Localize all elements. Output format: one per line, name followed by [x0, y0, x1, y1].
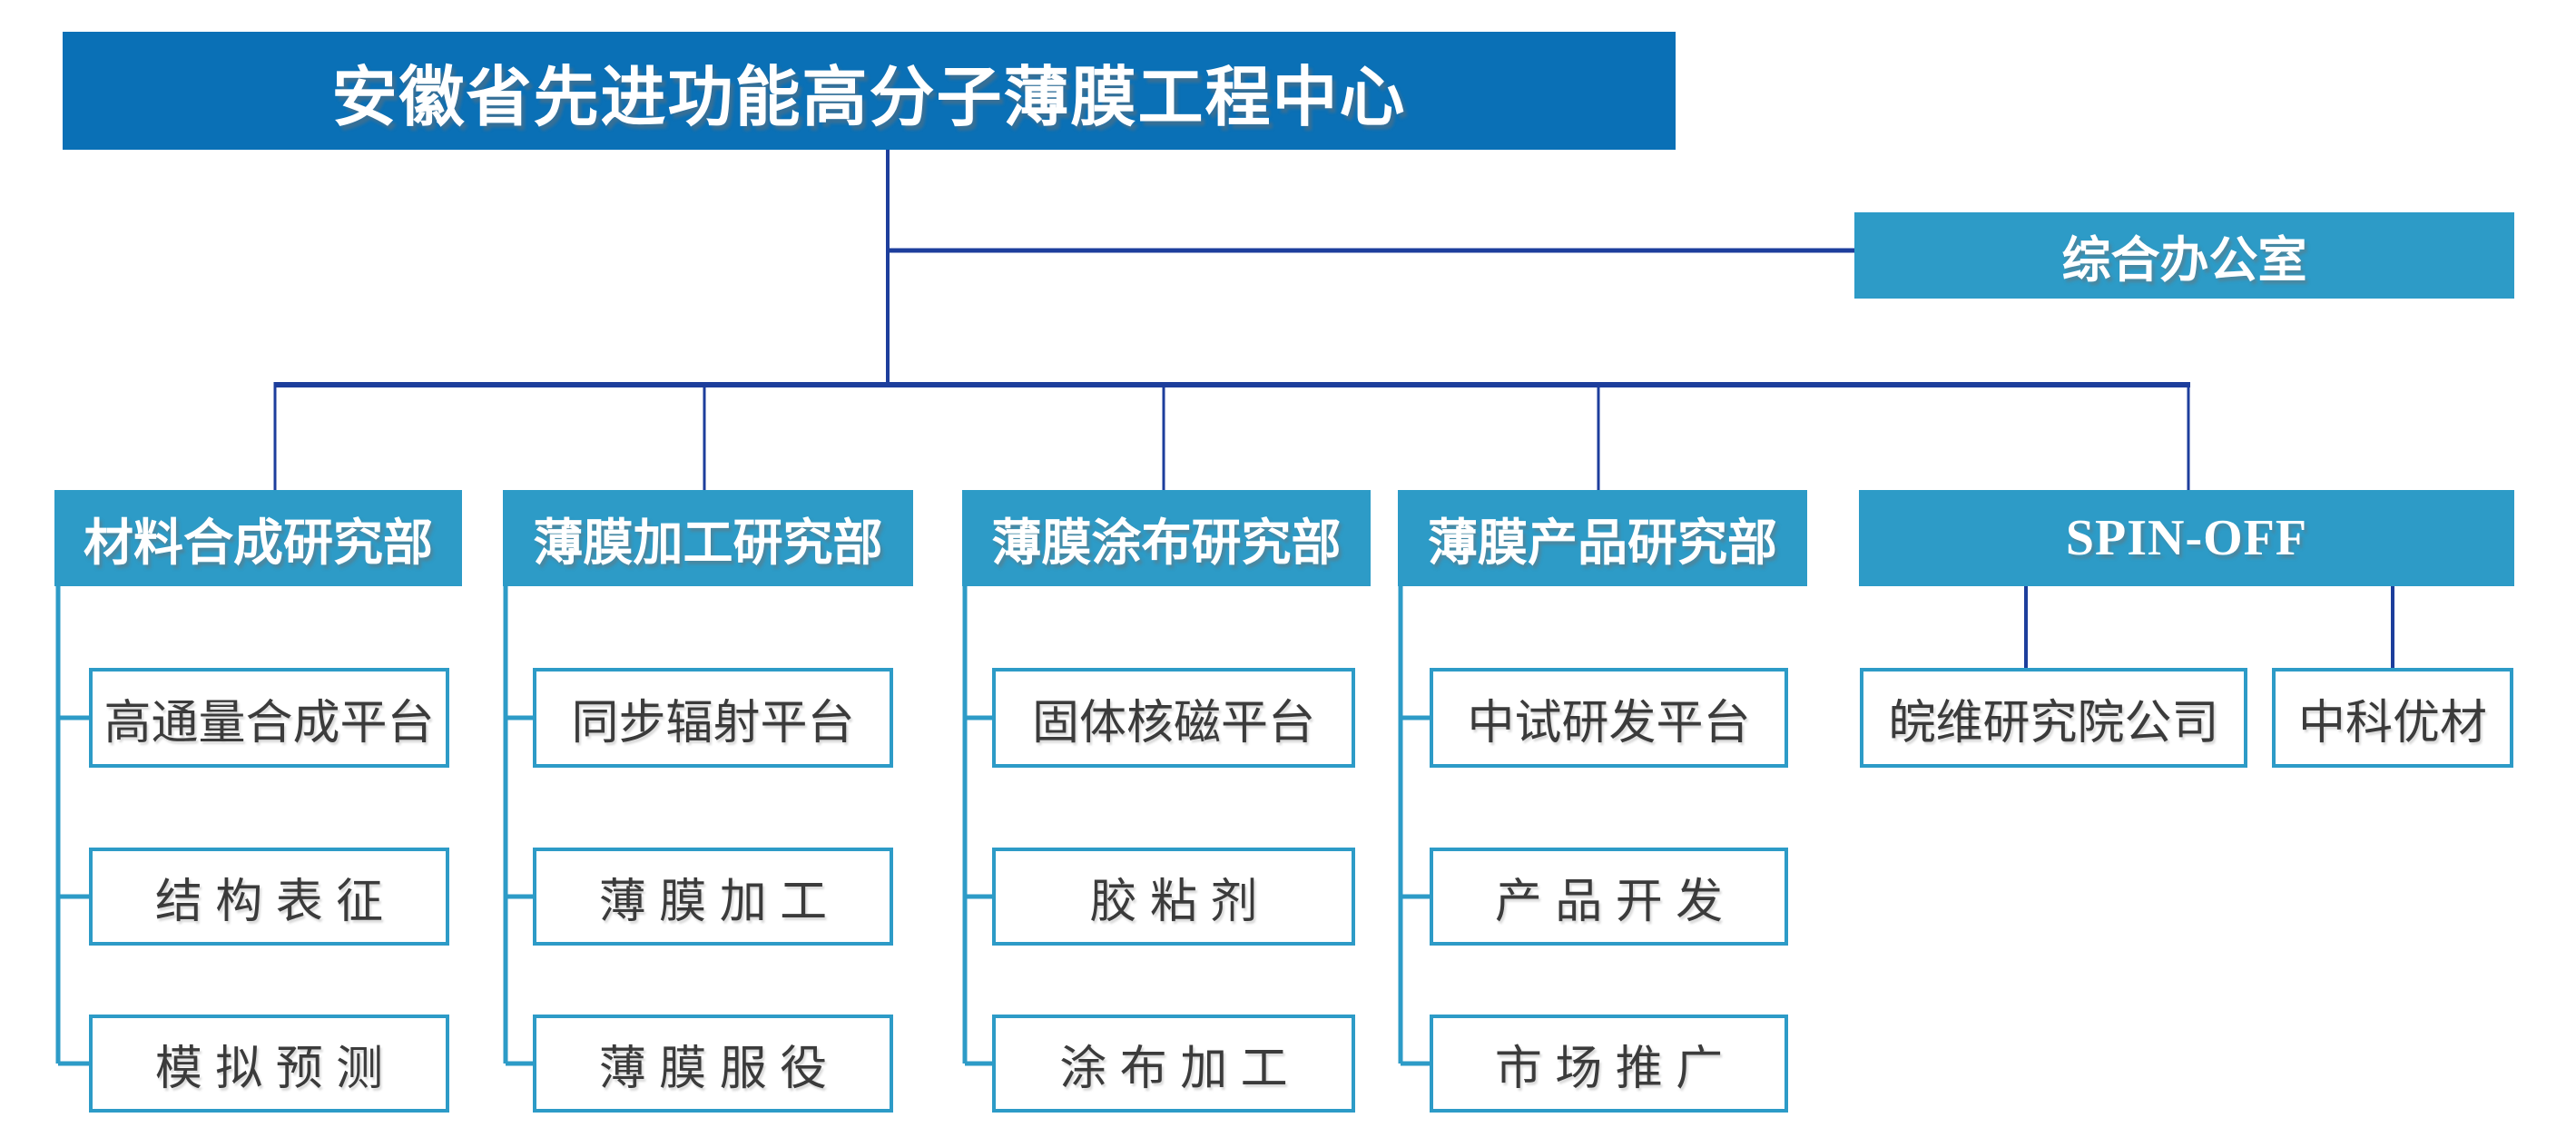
sub-box-marketing: 市 场 推 广: [1430, 1015, 1788, 1113]
sub-label: 薄 膜 服 役: [598, 1042, 828, 1095]
sub-label: 市 场 推 广: [1494, 1042, 1724, 1095]
dept-label: 薄膜加工研究部: [533, 515, 883, 571]
dept-label: 材料合成研究部: [83, 515, 433, 571]
center-title-box: 安徽省先进功能高分子薄膜工程中心: [63, 32, 1676, 150]
dept-box-film-product: 薄膜产品研究部: [1398, 490, 1807, 586]
sub-box-structure-characterization: 结 构 表 征: [89, 848, 449, 946]
dept-box-film-processing: 薄膜加工研究部: [503, 490, 913, 586]
sub-box-simulation-prediction: 模 拟 预 测: [89, 1015, 449, 1113]
sub-label: 胶 粘 剂: [1089, 875, 1258, 928]
sub-box-pilot-rd-platform: 中试研发平台: [1430, 668, 1788, 768]
sub-label: 高通量合成平台: [103, 696, 435, 750]
sub-label: 中试研发平台: [1467, 696, 1751, 750]
sub-label: 固体核磁平台: [1031, 696, 1315, 750]
office-box: 综合办公室: [1854, 212, 2514, 299]
sub-box-solid-state-nmr: 固体核磁平台: [992, 668, 1355, 768]
sub-label: 模 拟 预 测: [154, 1042, 384, 1095]
sub-label: 皖维研究院公司: [1888, 696, 2219, 750]
sub-box-product-development: 产 品 开 发: [1430, 848, 1788, 946]
office-label: 综合办公室: [2061, 233, 2307, 288]
sub-label: 结 构 表 征: [154, 875, 384, 928]
sub-box-adhesive: 胶 粘 剂: [992, 848, 1355, 946]
sub-box-coating-processing: 涂 布 加 工: [992, 1015, 1355, 1113]
sub-label: 薄 膜 加 工: [598, 875, 828, 928]
sub-box-wanwei-research-institute: 皖维研究院公司: [1860, 668, 2247, 768]
dept-box-film-coating: 薄膜涂布研究部: [962, 490, 1371, 586]
sub-box-zhongke-youcai: 中科优材: [2272, 668, 2513, 768]
sub-label: 产 品 开 发: [1494, 875, 1724, 928]
sub-box-film-processing: 薄 膜 加 工: [533, 848, 893, 946]
sub-label: 同步辐射平台: [571, 696, 855, 750]
sub-box-film-service: 薄 膜 服 役: [533, 1015, 893, 1113]
dept-box-spin-off: SPIN-OFF: [1859, 490, 2514, 586]
dept-label: 薄膜涂布研究部: [991, 515, 1342, 571]
sub-box-high-throughput-synthesis: 高通量合成平台: [89, 668, 449, 768]
dept-label: 薄膜产品研究部: [1427, 515, 1777, 571]
dept-label: SPIN-OFF: [2065, 510, 2308, 566]
sub-label: 中科优材: [2297, 696, 2487, 750]
dept-box-material-synthesis: 材料合成研究部: [54, 490, 462, 586]
center-title: 安徽省先进功能高分子薄膜工程中心: [331, 61, 1407, 134]
sub-box-synchrotron-platform: 同步辐射平台: [533, 668, 893, 768]
sub-label: 涂 布 加 工: [1059, 1042, 1288, 1095]
